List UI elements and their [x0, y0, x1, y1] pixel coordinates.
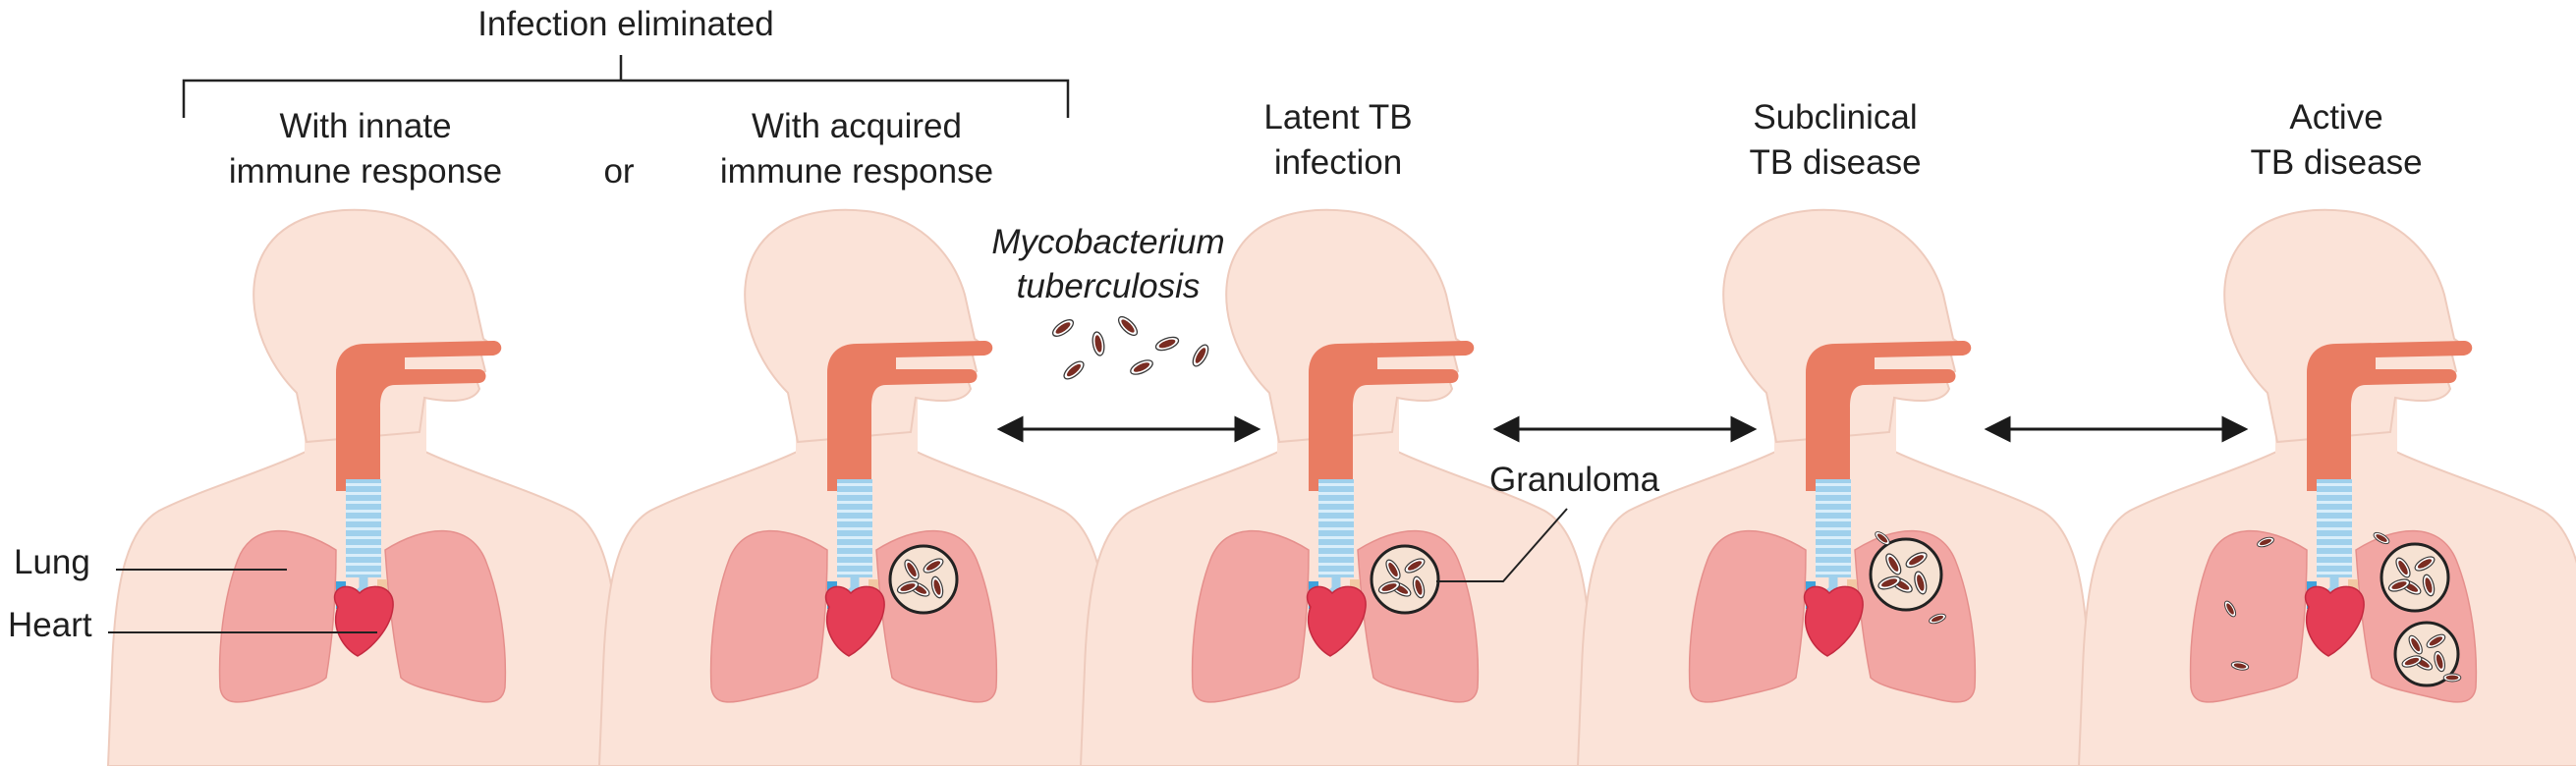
figure-1 [106, 208, 625, 766]
heart [1803, 585, 1864, 657]
bacterium-icon [1377, 580, 1401, 594]
bacterium-icon [2395, 557, 2411, 578]
or-label: or [603, 152, 634, 191]
granuloma-icon [2393, 621, 2460, 687]
granuloma-icon [1869, 537, 1943, 612]
left-lung [2189, 529, 2308, 703]
heart [824, 585, 885, 657]
granuloma-callout [1436, 508, 1568, 582]
stage-4-title-line1: Subclinical [1753, 98, 1917, 137]
stage-2-title-line1: With acquired [752, 107, 962, 145]
bacterium-icon [2387, 578, 2411, 592]
figure-2 [597, 208, 1116, 766]
bacterium-icon [1905, 552, 1928, 569]
heart [1306, 585, 1367, 657]
bacterium-icon [1385, 559, 1401, 580]
left-lung [218, 529, 337, 703]
stage-2-title-line2: immune response [720, 152, 993, 191]
bacterium-icon [1875, 531, 1890, 545]
airway [336, 341, 502, 491]
bacterium-icon [2373, 531, 2390, 545]
bacterium-icon [1885, 553, 1902, 575]
mycobacterium-cluster [1051, 315, 1209, 380]
bacterium-icon [904, 559, 920, 580]
pathogen-name-line2: tuberculosis [1017, 267, 1201, 305]
bacterium-icon [2408, 634, 2423, 655]
heart [333, 585, 394, 657]
bacterium-icon [2223, 600, 2237, 618]
stage-5-title-line2: TB disease [2250, 143, 2422, 182]
bacterium-icon [1914, 571, 1928, 595]
bacterium-icon [2401, 655, 2423, 668]
bacterium-icon [1051, 319, 1075, 337]
bacterium-icon [1154, 336, 1180, 352]
bacterium-icon [1092, 331, 1105, 356]
stage-1-title-line1: With innate [279, 107, 451, 145]
heart-label: Heart [8, 606, 92, 644]
granuloma-icon [888, 544, 959, 615]
stage-3-title-line2: infection [1274, 143, 1402, 182]
figure-5 [2077, 208, 2576, 766]
bacterium-icon [896, 580, 920, 594]
left-lung [709, 529, 828, 703]
granuloma-label: Granuloma [1489, 461, 1660, 499]
pathogen-name-line1: Mycobacterium [991, 223, 1224, 261]
airway [2307, 341, 2473, 491]
stage-4-title-line2: TB disease [1749, 143, 1921, 182]
airway [1309, 341, 1475, 491]
left-lung [1191, 529, 1310, 703]
bacterium-icon [2230, 661, 2250, 671]
bacterium-icon [923, 558, 944, 574]
figure-3 [1079, 208, 1597, 766]
bacterium-icon [2422, 574, 2436, 597]
stage-5-title-line1: Active [2289, 98, 2382, 137]
airway [1806, 341, 1972, 491]
right-lung [384, 529, 507, 703]
figures-group [106, 208, 2576, 766]
stage-3-title-line1: Latent TB [1263, 98, 1412, 137]
bacterium-icon [2434, 650, 2446, 673]
figure-4 [1576, 208, 2095, 766]
bacterium-icon [2257, 536, 2274, 548]
bacterium-icon [930, 575, 944, 599]
airway [827, 341, 993, 491]
bacterium-icon [1063, 360, 1085, 380]
bacterium-icon [1404, 558, 1426, 574]
bacterium-icon [1929, 613, 1946, 625]
bacterium-icon [2442, 673, 2462, 683]
bacterium-icon [1117, 315, 1139, 337]
bacterium-icon [1192, 344, 1209, 367]
lung-label: Lung [14, 543, 90, 581]
bacterium-icon [1130, 359, 1153, 375]
heart [2304, 585, 2365, 657]
infection-eliminated-label: Infection eliminated [477, 5, 774, 43]
left-lung [1688, 529, 1807, 703]
infection-eliminated-bracket [182, 55, 1070, 118]
bacterium-icon [1412, 575, 1426, 599]
granuloma-icon [1370, 544, 1440, 615]
bacterium-icon [2426, 633, 2446, 648]
bacterium-icon [1877, 575, 1901, 590]
stage-1-title-line2: immune response [229, 152, 502, 191]
granuloma-icon [2380, 542, 2450, 613]
bacterium-icon [2414, 556, 2436, 572]
